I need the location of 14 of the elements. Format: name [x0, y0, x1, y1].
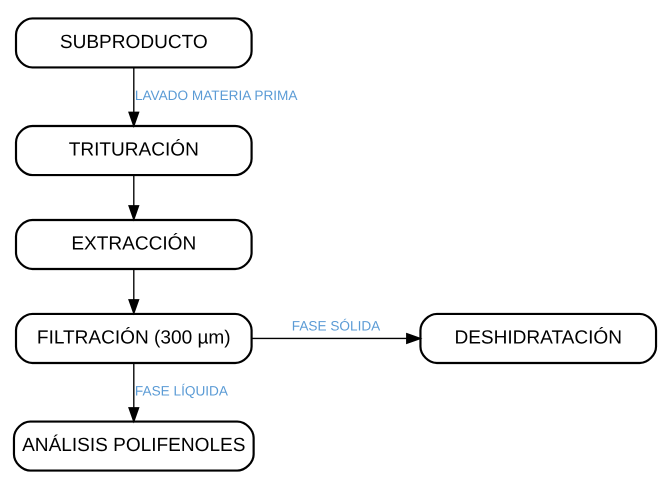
node-box: FILTRACIÓN (300 µm): [14, 312, 253, 364]
arrow: [128, 175, 140, 222]
edge-label: FASE LÍQUIDA: [134, 384, 228, 399]
node-box: ANÁLISIS POLIFENOLES: [12, 420, 255, 472]
arrow: [128, 363, 140, 424]
arrow: [128, 269, 140, 316]
node-box: TRITURACIÓN: [14, 124, 253, 176]
node-box: DESHIDRATACIÓN: [419, 312, 658, 364]
edge-label: LAVADO MATERIA PRIMA: [134, 88, 298, 104]
node-box: EXTRACCIÓN: [14, 218, 253, 270]
arrow: [128, 68, 140, 128]
node-box: SUBPRODUCTO: [14, 17, 253, 69]
edge-label: FASE SÓLIDA: [292, 318, 380, 334]
arrow: [252, 332, 422, 344]
